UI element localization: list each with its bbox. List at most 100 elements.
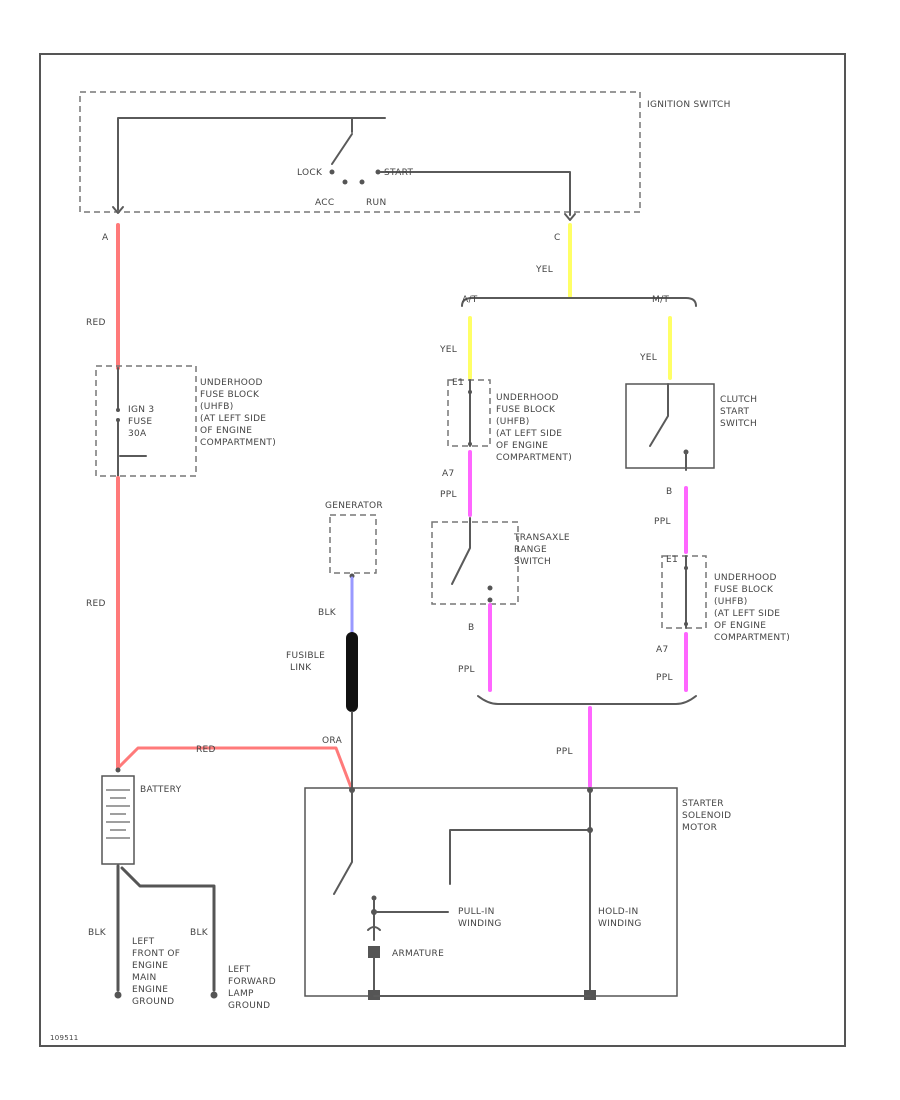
ignition-contact-start xyxy=(375,169,381,175)
fuse-block-3-line-4: (AT LEFT SIDE xyxy=(714,609,780,619)
ground-lamp-terminal xyxy=(210,991,218,999)
ignition-pos-start: START xyxy=(384,168,413,178)
fuse-block-1-line-4: (AT LEFT SIDE xyxy=(200,414,266,424)
wire-ppl-label-starter: PPL xyxy=(556,747,573,757)
clutch-switch-box xyxy=(625,383,715,469)
diagram-code: 109511 xyxy=(50,1034,79,1042)
ignition-switch: IGNITION SWITCH LOCK START ACC RUN xyxy=(79,91,731,221)
starter-battery-terminal xyxy=(349,787,355,793)
fuse-ign3-label: IGN 3 xyxy=(128,405,154,415)
ignition-start-output xyxy=(379,171,571,216)
ignition-battery-feed xyxy=(117,117,386,211)
fuse-block-ign3: IGN 3 FUSE 30A UNDERHOOD FUSE BLOCK (UHF… xyxy=(95,365,276,477)
fuse-block-3-outline xyxy=(661,555,707,629)
battery: BATTERY xyxy=(101,775,181,865)
wire-blk-label-2: BLK xyxy=(190,928,209,938)
generator: GENERATOR xyxy=(325,501,383,574)
ground-lamp-line-3: LAMP xyxy=(228,989,254,999)
wire-red-battery-to-starter xyxy=(116,746,354,792)
fuse-block-3-line-2: FUSE BLOCK xyxy=(714,585,774,595)
fuse-block-2-pin-out: A7 xyxy=(442,469,454,479)
fusible-link-label-2: LINK xyxy=(290,663,312,673)
fuse-block-2-line-1: UNDERHOOD xyxy=(496,393,559,403)
hold-in-label-1: HOLD-IN xyxy=(598,907,639,917)
wire-blu-label: BLK xyxy=(318,608,337,618)
battery-case xyxy=(101,775,135,865)
ignition-pin-a-connector xyxy=(112,206,124,214)
fuse-block-3-term-out xyxy=(684,622,688,626)
pull-in-winding xyxy=(449,829,591,885)
branch-join-bracket xyxy=(477,695,697,705)
transaxle-switch-blade xyxy=(451,517,471,585)
fuse-block-3-line-1: UNDERHOOD xyxy=(714,573,777,583)
branch-at-label: A/T xyxy=(462,295,478,305)
ground-main-line-5: ENGINE xyxy=(132,985,168,995)
fuse-block-2-line-4: (AT LEFT SIDE xyxy=(496,429,562,439)
fuse-block-2-line-5: OF ENGINE xyxy=(496,441,548,451)
diagram-frame xyxy=(39,53,846,1047)
armature-symbol xyxy=(368,946,380,958)
starter-line-3: MOTOR xyxy=(682,823,717,833)
ground-main-terminal xyxy=(114,991,122,999)
fusible-link-label-1: FUSIBLE xyxy=(286,651,325,661)
generator-label: GENERATOR xyxy=(325,501,383,511)
wire-ppl-label-mt-upper: PPL xyxy=(654,517,671,527)
wire-ppl-label-at-upper: PPL xyxy=(440,490,457,500)
wire-yel-label-at: YEL xyxy=(439,345,457,355)
transaxle-switch-outline xyxy=(431,521,519,605)
ignition-contact-acc xyxy=(342,179,348,185)
ignition-pos-acc: ACC xyxy=(315,198,334,208)
wire-yel-label-main: YEL xyxy=(535,265,553,275)
fuse-block-3-line-3: (UHFB) xyxy=(714,597,748,607)
wire-red-label-battery: RED xyxy=(196,745,216,755)
ground-lamp-line-4: GROUND xyxy=(228,1001,270,1011)
branch-mt-label: M/T xyxy=(652,295,669,305)
fuse-block-1-line-3: (UHFB) xyxy=(200,402,234,412)
ground-lamp-line-2: FORWARD xyxy=(228,977,276,987)
pull-in-label-1: PULL-IN xyxy=(458,907,495,917)
wire-blk-label-1: BLK xyxy=(88,928,107,938)
wire-red-label-upper: RED xyxy=(86,318,106,328)
wire-ppl-label-mt-lower: PPL xyxy=(656,673,673,683)
transaxle-switch-line-2: RANGE xyxy=(514,545,547,555)
wire-blk-lamp-ground xyxy=(120,866,216,992)
fuse-block-1-fuse-term-bottom xyxy=(116,418,120,422)
ground-main-line-1: LEFT xyxy=(132,937,155,947)
ground-lamp-line-1: LEFT xyxy=(228,965,251,975)
starter-line-1: STARTER xyxy=(682,799,724,809)
ignition-switch-label: IGNITION SWITCH xyxy=(647,100,731,110)
fusible-link xyxy=(346,632,358,712)
transaxle-switch-contact xyxy=(487,585,493,591)
fuse-block-at: E1 UNDERHOOD FUSE BLOCK (UHFB) (AT LEFT … xyxy=(447,378,572,463)
fuse-block-2-pin: E1 xyxy=(452,378,464,388)
ignition-contact-run xyxy=(359,179,365,185)
clutch-switch-line-2: START xyxy=(720,407,749,417)
armature-label: ARMATURE xyxy=(392,949,444,959)
transaxle-switch-pin-b: B xyxy=(468,623,474,633)
clutch-start-switch: CLUTCH START SWITCH xyxy=(625,383,757,471)
fuse-block-1-fuse-term-top xyxy=(116,408,120,412)
fuse-label: FUSE xyxy=(128,417,152,427)
fuse-block-2-line-3: (UHFB) xyxy=(496,417,530,427)
clutch-switch-blade xyxy=(649,383,669,447)
ground-lamp-label: LEFT FORWARD LAMP GROUND xyxy=(228,965,276,1011)
fuse-block-3-line-5: OF ENGINE xyxy=(714,621,766,631)
armature-brush xyxy=(367,926,381,931)
fuse-block-2-term-out xyxy=(468,442,472,446)
ground-main-line-3: ENGINE xyxy=(132,961,168,971)
ground-main-line-2: FRONT OF xyxy=(132,949,180,959)
fuse-block-1-outline xyxy=(95,365,197,477)
fuse-block-2-line-6: COMPARTMENT) xyxy=(496,453,572,463)
fuse-block-2-line-2: FUSE BLOCK xyxy=(496,405,556,415)
wire-yel-label-mt: YEL xyxy=(639,353,657,363)
fuse-block-3-pin: E1 xyxy=(666,555,678,565)
wire-ppl-label-at-lower: PPL xyxy=(458,665,475,675)
fuse-block-1-line-1: UNDERHOOD xyxy=(200,378,263,388)
hold-in-junction xyxy=(587,827,593,833)
starter-line-2: SOLENOID xyxy=(682,811,731,821)
fuse-block-1-line-2: FUSE BLOCK xyxy=(200,390,260,400)
fuse-block-2-term-in xyxy=(468,390,472,394)
fuse-block-1-line-5: OF ENGINE xyxy=(200,426,252,436)
fuse-block-3-pin-out: A7 xyxy=(656,645,668,655)
